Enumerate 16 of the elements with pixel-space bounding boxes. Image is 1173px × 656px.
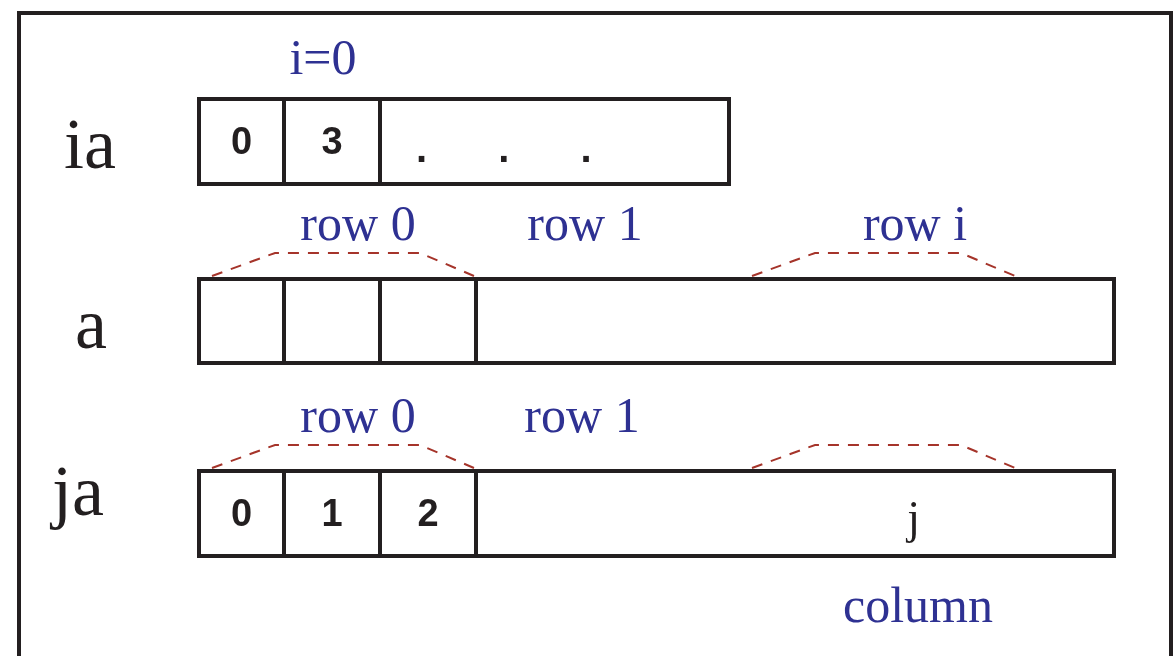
cell-value: 2 <box>417 492 439 535</box>
row-label: row 1 <box>524 390 640 440</box>
array-name: ia <box>64 108 116 180</box>
cell-value: 0 <box>230 492 253 535</box>
array-name: a <box>75 288 107 360</box>
row-label: row 0 <box>300 198 416 248</box>
index-variable: j <box>907 491 920 544</box>
axis-label: column <box>843 580 993 630</box>
cell-value: 3 <box>321 120 343 163</box>
cell-value: 0 <box>230 120 253 163</box>
row-label: row 1 <box>527 198 643 248</box>
cell-value: 1 <box>321 492 343 535</box>
ellipsis: . . . <box>416 126 622 171</box>
index-label: i=0 <box>289 32 357 82</box>
row-label: row i <box>862 198 968 248</box>
row-label: row 0 <box>300 390 416 440</box>
